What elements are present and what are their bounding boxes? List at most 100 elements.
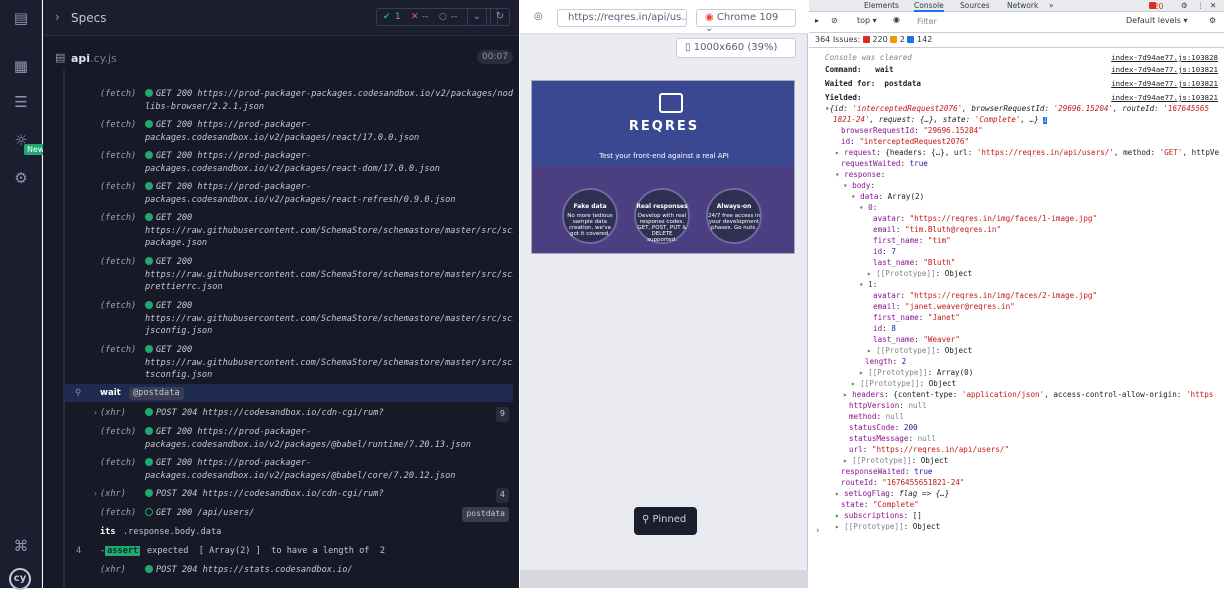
chrome-icon: ◉ [705, 12, 714, 23]
info-icon [907, 36, 915, 43]
reqres-hero: REQRES [532, 81, 794, 166]
keyboard-shortcuts-icon[interactable]: ⌘ [13, 537, 29, 555]
tree-node-0[interactable]: ▾ 0: [859, 203, 878, 212]
viewport-size[interactable]: ▯ 1000x660 (39%) [676, 38, 796, 58]
spec-file-row: ▤ api.cy.js 00:07 [43, 46, 519, 68]
console-toolbar: ▸ ⊘ top ▾ ◉ Filter Default levels ▾ ⚙ [809, 13, 1224, 33]
tree-node-request[interactable]: ▸ request: {headers: {…}, url: 'https://… [835, 148, 1220, 157]
status-dot [145, 489, 153, 497]
collapse-button[interactable]: ⌄ [467, 8, 487, 26]
status-dot [145, 89, 153, 97]
settings-gear-icon[interactable]: ⚙ [1181, 1, 1188, 10]
console-output: Console was cleared index-7d94ae77.js:10… [815, 53, 1220, 536]
runs-icon[interactable]: ☰ [14, 93, 28, 111]
console-message: Waited for: postdata [825, 79, 922, 88]
log-entry[interactable]: (fetch)GET 200 https://raw.githubusercon… [100, 213, 513, 248]
tree-node-data[interactable]: ▾ data: Array(2) [851, 192, 925, 201]
sidebar-toggle-icon[interactable]: ▸ [815, 16, 820, 25]
console-source-link[interactable]: index-7d94ae77.js:103821 [1111, 65, 1218, 74]
console-source-link[interactable]: index-7d94ae77.js:103821 [1111, 93, 1218, 102]
log-entry[interactable]: (fetch)GET 200 /api/users/postdata [65, 507, 513, 522]
status-dot [145, 345, 153, 353]
pending-count: -- [451, 12, 458, 22]
tree-node-body[interactable]: ▾ body: [843, 181, 876, 190]
console-settings-icon[interactable]: ⚙ [1209, 16, 1217, 25]
its-command[interactable]: its.response.body.data [100, 527, 222, 537]
tree-node-response[interactable]: ▾ response: [835, 170, 886, 179]
specs-icon[interactable]: ▦ [13, 57, 29, 75]
status-dot [145, 565, 153, 573]
pin-icon: ⚲ [642, 514, 650, 525]
issues-bar[interactable]: 364 Issues: 220 2 142 [809, 34, 1224, 48]
pinned-indicator[interactable]: ⚲ Pinned [634, 507, 697, 535]
close-icon[interactable]: ✕ [1210, 1, 1217, 10]
status-dot [145, 257, 153, 265]
log-entry[interactable]: (fetch)GET 200 https://prod-packager- pa… [100, 427, 471, 450]
object-preview-cont: 1821-24', request: {…}, state: 'Complete… [833, 115, 1047, 124]
failed-count: -- [422, 12, 429, 22]
filter-input[interactable]: Filter [917, 17, 937, 26]
wait-command[interactable]: ⚲ wait @postdata [65, 384, 513, 402]
tree-node-1[interactable]: ▾ 1: [859, 280, 878, 289]
log-entry[interactable]: (xhr)POST 204 https://stats.codesandbox.… [100, 565, 353, 575]
app-under-test-frame[interactable]: REQRES Test your front-end against a rea… [531, 80, 795, 254]
browser-selector[interactable]: ◉ Chrome 109 ⌄ [696, 9, 796, 34]
log-entry[interactable]: (fetch)GET 200 https://raw.githubusercon… [100, 257, 513, 292]
log-entry[interactable]: ›(xhr)POST 204 https://codesandbox.io/cd… [65, 407, 513, 422]
levels-dropdown[interactable]: Default levels ▾ [1126, 16, 1188, 25]
log-entry[interactable]: (fetch)GET 200 https://raw.githubusercon… [100, 345, 513, 380]
viewport-icon: ▯ [685, 42, 691, 53]
context-selector[interactable]: top ▾ [857, 16, 877, 25]
status-dot [145, 213, 153, 221]
console-source-link[interactable]: index-7d94ae77.js:103828 [1111, 53, 1218, 62]
passed-count: 1 [395, 12, 401, 22]
status-dot [145, 301, 153, 309]
status-dot [145, 408, 153, 416]
target-icon[interactable]: ◎ [534, 11, 543, 22]
tab-sources[interactable]: Sources [960, 1, 990, 10]
status-dot [145, 427, 153, 435]
cypress-logo-icon[interactable]: cy [9, 568, 31, 590]
app-logo-icon[interactable]: ▤ [13, 9, 29, 27]
more-icon[interactable]: ⋮ [1197, 1, 1205, 10]
reqres-logo-icon [659, 93, 683, 113]
console-source-link[interactable]: index-7d94ae77.js:103821 [1111, 79, 1218, 88]
eye-icon[interactable]: ◉ [893, 15, 900, 24]
log-entry[interactable]: (fetch)GET 200 https://raw.githubusercon… [100, 301, 513, 336]
tab-network[interactable]: Network [1007, 1, 1039, 10]
chevron-right-icon[interactable]: › [55, 10, 60, 24]
log-entry[interactable]: (fetch)GET 200 https://prod-packager- pa… [100, 458, 456, 481]
status-dot [145, 120, 153, 128]
command-list: (fetch)GET 200 https://prod-packager-pac… [63, 70, 513, 588]
log-entry[interactable]: (fetch)GET 200 https://prod-packager- pa… [100, 182, 456, 205]
object-preview[interactable]: ▾{id: 'interceptedRequest2076', browserR… [825, 104, 1210, 113]
log-entry[interactable]: (fetch)GET 200 https://prod-packager-pac… [100, 89, 513, 112]
app-preview-panel: ◎ https://reqres.in/api/us... ◉ Chrome 1… [520, 0, 808, 588]
devtools-panel: Elements Console Sources Network » 220 ⚙… [809, 0, 1224, 588]
more-tabs[interactable]: » [1049, 1, 1054, 10]
rerun-button[interactable]: ↻ [490, 8, 510, 26]
console-message: Command: wait [825, 65, 894, 74]
tab-console[interactable]: Console [914, 1, 944, 12]
settings-gear-icon[interactable]: ⚙ [14, 169, 28, 187]
console-prompt[interactable]: › [815, 526, 821, 536]
tab-elements[interactable]: Elements [864, 1, 899, 10]
log-entry[interactable]: (fetch)GET 200 https://prod-packager- pa… [100, 120, 420, 143]
spec-filename: api.cy.js [71, 52, 117, 65]
new-badge: New [24, 144, 48, 155]
specs-title[interactable]: Specs [71, 11, 107, 25]
preview-footer [520, 570, 808, 588]
clear-console-icon[interactable]: ⊘ [831, 16, 838, 25]
log-entry[interactable]: (fetch)GET 200 https://prod-packager- pa… [100, 151, 440, 174]
url-display[interactable]: https://reqres.in/api/us... [557, 9, 687, 27]
status-dot [145, 458, 153, 466]
console-message: Console was cleared [825, 53, 912, 62]
failed-x-icon: ✕ [411, 12, 419, 22]
test-stats: ✔ 1 ✕ -- ○ -- [376, 8, 498, 26]
passed-check-icon: ✔ [383, 12, 391, 22]
log-entry[interactable]: ›(xhr)POST 204 https://codesandbox.io/cd… [65, 488, 513, 503]
pin-icon: ⚲ [75, 388, 82, 398]
chevron-down-icon: ⌄ [705, 23, 714, 34]
